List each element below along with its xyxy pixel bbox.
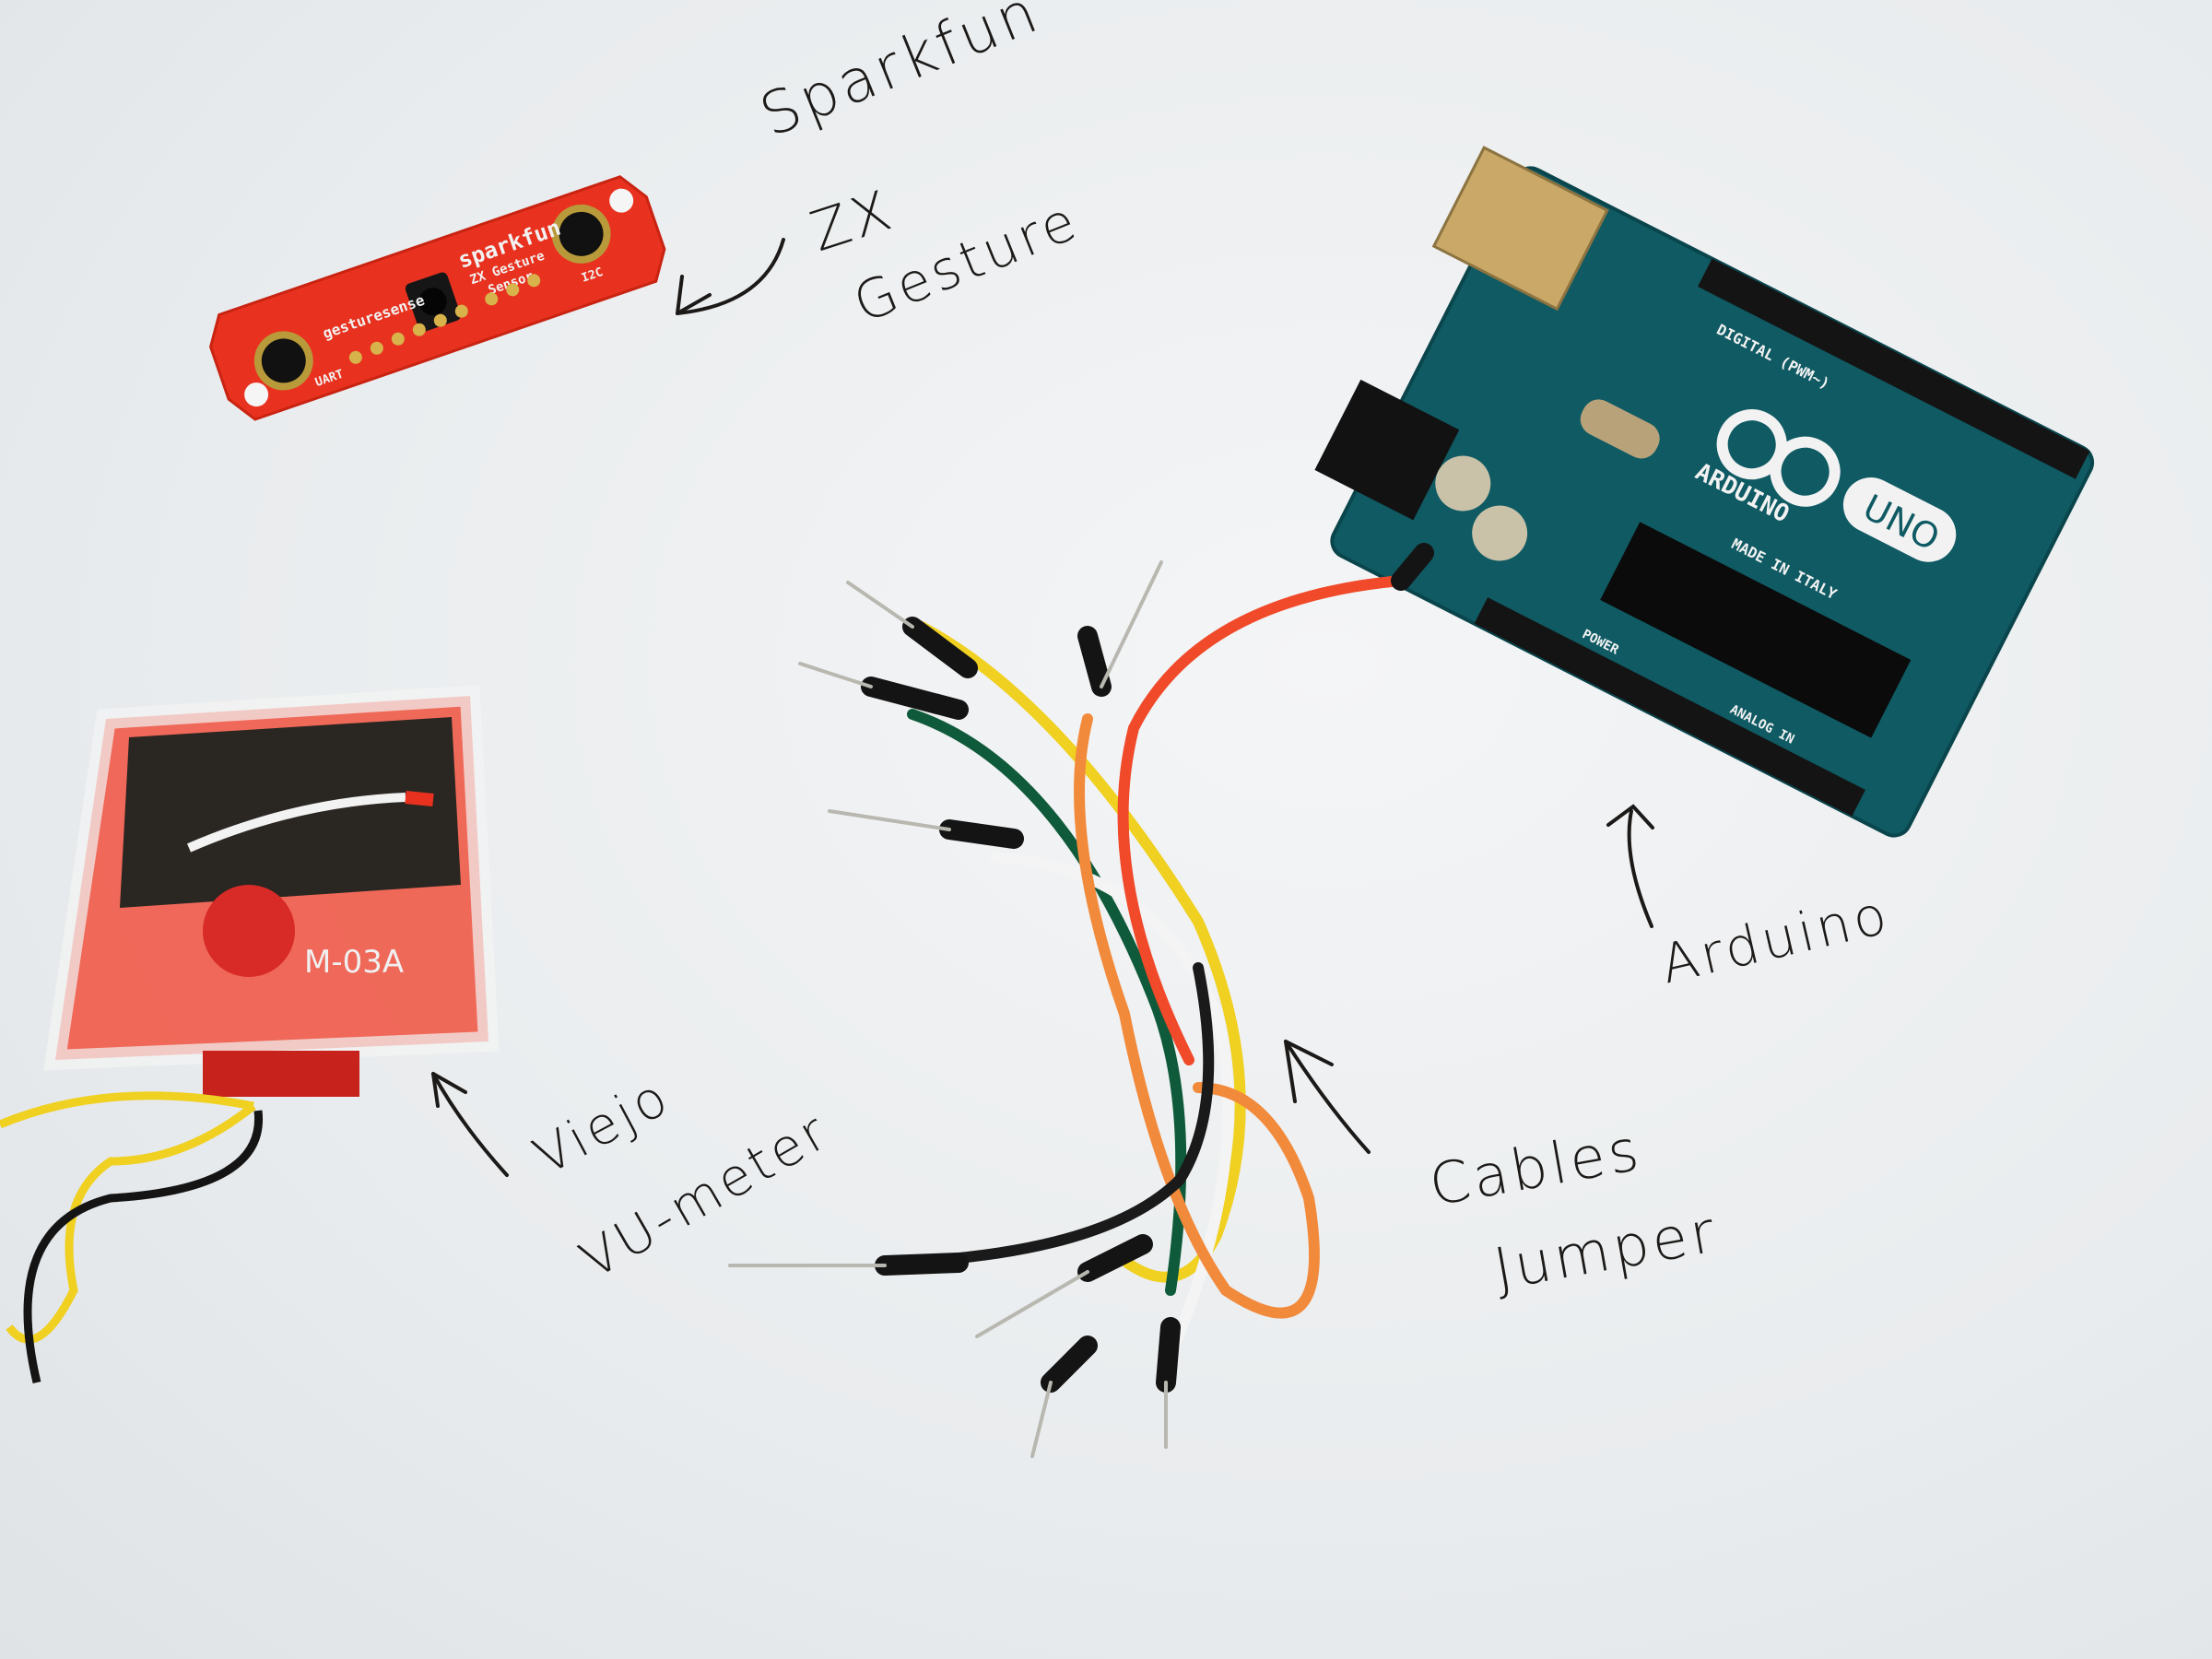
- arduino-uno-board: UNO ARDUINO MADE IN ITALY DIGITAL (PWM~)…: [1314, 146, 2095, 838]
- arrow-to-sensor: [676, 238, 785, 315]
- jumper-wires: [728, 543, 1434, 1458]
- arrow-to-cables: [1284, 1040, 1371, 1154]
- svg-text:I2C: I2C: [580, 265, 605, 286]
- arrow-to-arduino: [1627, 809, 1653, 928]
- arrow-to-vu-meter: [431, 1072, 509, 1177]
- vu-model-text: M-03A: [304, 944, 404, 981]
- handdrawn-arrows: [431, 238, 1654, 1177]
- gesture-sensor-board: sparkfun ZX Gesture Sensor gesturesense …: [209, 175, 666, 421]
- vu-meter: M-03A: [43, 685, 500, 1097]
